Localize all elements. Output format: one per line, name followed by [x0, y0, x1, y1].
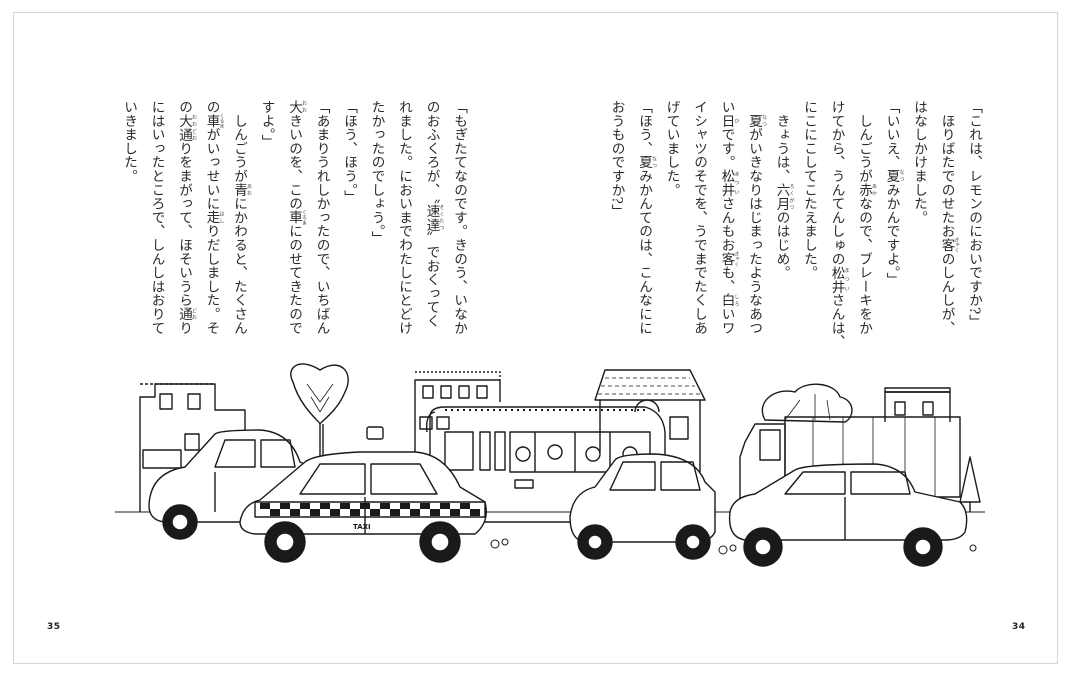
text-line: の大通おおどおりをまがって、ほそいうら通どおり — [176, 100, 197, 335]
text-line: ほりばたでのせたお客きゃくのしんしが、 — [938, 100, 960, 335]
text-line: 「もぎたてなのです。きのう、いなか — [451, 100, 467, 335]
text-line: 大おおきいのを、この車くるまにのせてきたので — [286, 100, 307, 335]
building-right — [884, 387, 951, 422]
text-line: 「これは、レモンのにおいですか?」 — [966, 100, 982, 329]
car-small — [569, 453, 716, 560]
text-line: はなしかけました。 — [911, 100, 927, 225]
text-line: たかったのでしょう。」 — [368, 100, 385, 245]
page-34-text: 「これは、レモンのにおいですか?」 ほりばたでのせたお客きゃくのしんしが、 はな… — [595, 100, 987, 350]
text-line: にこにこしてこたえました。 — [801, 100, 817, 280]
text-line: きょうは、六月ろくがつのはじめ。 — [773, 100, 795, 280]
text-line: にはいったところで、しんしはおりて — [148, 100, 165, 335]
text-line: おうものですか?」 — [608, 100, 625, 218]
text-line: 「あまりうれしかったので、いちばん — [313, 100, 330, 335]
text-line: のおふくろが、〝速達そくたつ〟でおくってく — [423, 100, 445, 328]
exhaust-puffs — [490, 538, 977, 555]
building-middle — [414, 371, 501, 512]
text-line: しんごうが青あおにかわると、たくさん — [231, 100, 252, 335]
building-left — [139, 383, 246, 512]
text-line: の車くるまがいっせいに走はしりだしました。そ — [203, 100, 225, 335]
text-line: れました。においまでわたしにとどけ — [396, 100, 412, 335]
taxi: TAXI — [239, 426, 487, 563]
car-right — [728, 463, 968, 567]
text-line: しんごうが赤あかなので、ブレーキをか — [856, 100, 877, 335]
text-line: 「ほう、夏なつみかんてのは、こんなにに — [636, 100, 657, 335]
bus — [425, 406, 666, 523]
text-line: けてから、うんてんしゅの松井まついさんは、 — [828, 100, 850, 349]
taxi-sign: TAXI — [353, 523, 371, 531]
text-line: い日ひです。松井まついさんもお客きゃくも、白しろいワ — [718, 100, 740, 335]
text-line: げていました。 — [663, 100, 680, 197]
page-number-right: 34 — [1012, 622, 1026, 632]
text-line: イシャツのそでを、うでまでたくしあ — [691, 100, 707, 335]
text-line: いきました。 — [121, 100, 137, 183]
text-line: すよ。」 — [258, 100, 275, 149]
book-spread — [13, 12, 1058, 664]
tree-pine — [959, 456, 981, 512]
page-35-text: 「もぎたてなのです。きのう、いなか のおふくろが、〝速達そくたつ〟でおくってく … — [110, 100, 472, 350]
page-number-left: 35 — [47, 622, 61, 632]
street-traffic-illustration: TAXI — [115, 362, 985, 582]
text-line: 「いいえ、夏なつみかんですよ。」 — [883, 100, 905, 287]
text-line: 「ほう、ほう。」 — [341, 100, 357, 204]
building-tiled-roof — [594, 369, 706, 472]
text-line: 夏なつがいきなりはじまったようなあつ — [746, 113, 767, 335]
